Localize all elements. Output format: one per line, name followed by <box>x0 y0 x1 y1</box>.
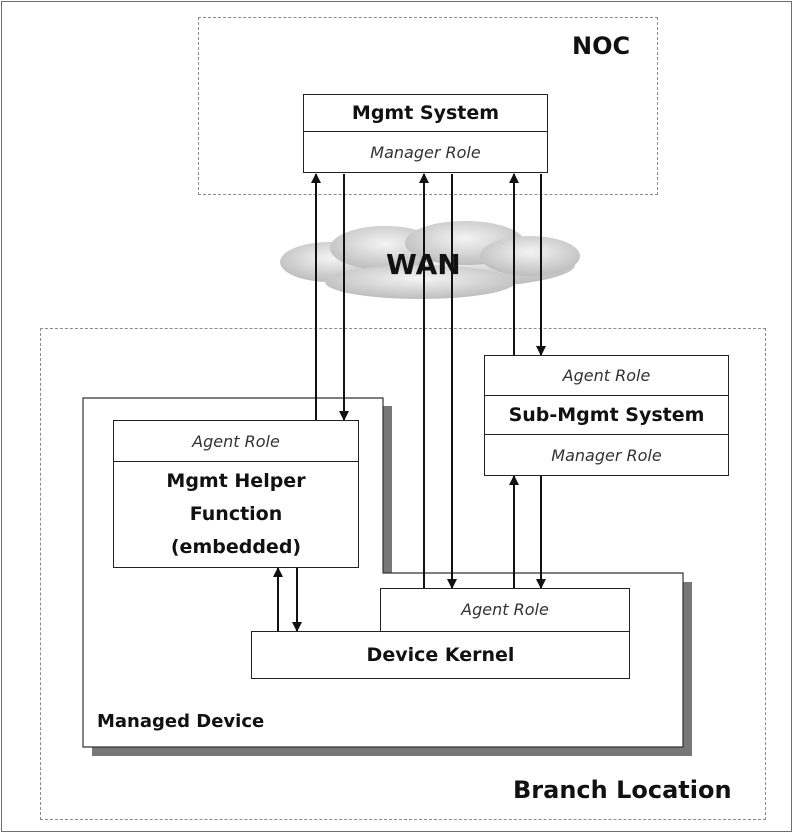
mgmt-system-title: Mgmt System <box>304 95 547 132</box>
mgmt-system-box: Mgmt System Manager Role <box>303 94 548 173</box>
sub-mgmt-system-box: Agent Role Sub-Mgmt System Manager Role <box>484 355 729 476</box>
helper-title-line-1: Mgmt Helper <box>166 470 306 492</box>
sub-mgmt-agent-role: Agent Role <box>485 356 728 396</box>
kernel-agent-role: Agent Role <box>461 600 549 619</box>
sub-mgmt-system-title: Sub-Mgmt System <box>485 396 728 435</box>
sub-mgmt-manager-role: Manager Role <box>551 445 662 465</box>
branch-location-region <box>40 328 766 820</box>
helper-title-line-2: Function <box>189 503 283 525</box>
managed-device-label: Managed Device <box>97 711 265 732</box>
branch-location-label: Branch Location <box>513 776 732 804</box>
noc-region <box>198 17 658 195</box>
mgmt-system-manager-role: Manager Role <box>370 142 481 162</box>
kernel-agent-role-box: Agent Role <box>380 588 630 632</box>
mgmt-helper-box: Agent Role Mgmt Helper Function (embedde… <box>113 420 359 568</box>
wan-label: WAN <box>386 248 461 281</box>
helper-agent-role: Agent Role <box>114 421 358 462</box>
device-kernel-box: Device Kernel <box>251 631 630 679</box>
noc-label: NOC <box>572 32 631 60</box>
helper-title-line-3: (embedded) <box>170 536 302 558</box>
device-kernel-title: Device Kernel <box>366 644 515 666</box>
